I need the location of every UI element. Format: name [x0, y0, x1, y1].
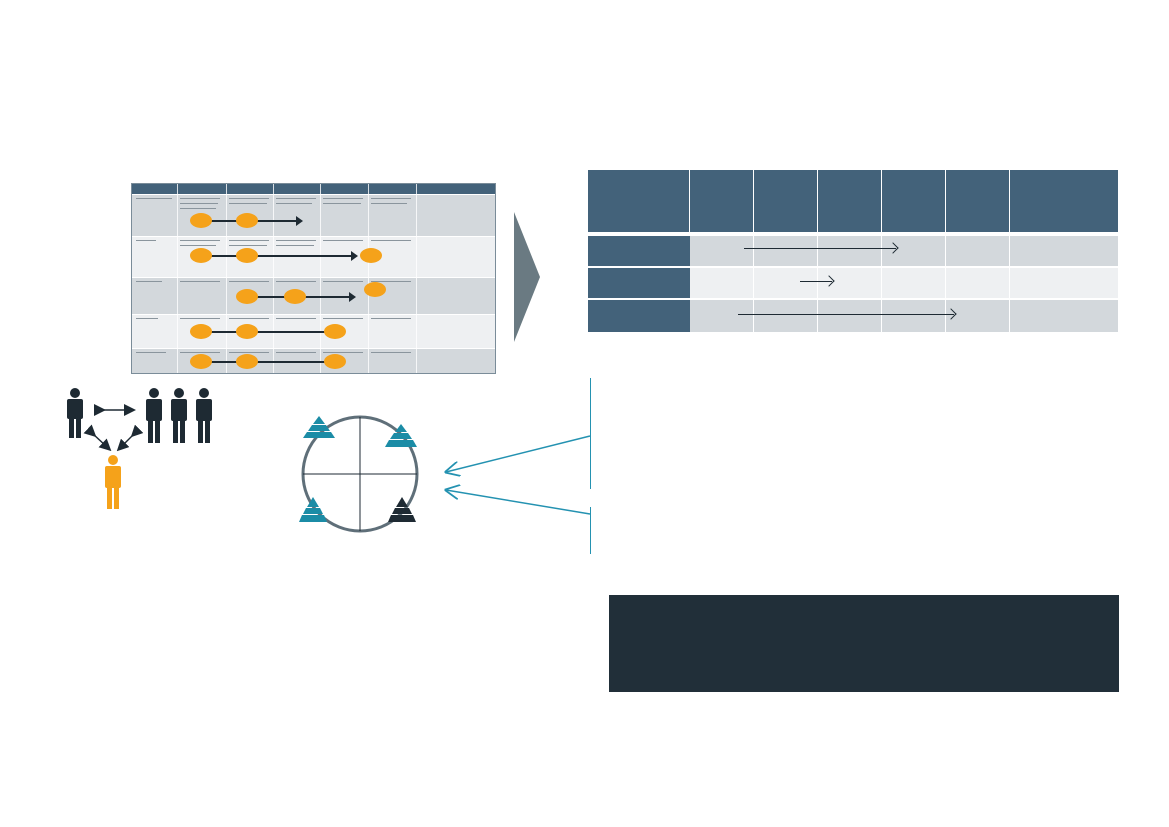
- target-level-marker: [360, 248, 382, 263]
- roadmap-table: [588, 170, 1118, 334]
- bracket-line: [590, 507, 591, 554]
- current-level-marker: [190, 248, 212, 263]
- roadmap-row-header: [588, 268, 690, 300]
- quadrant-circle-icon: [299, 415, 419, 533]
- pyramid-teal-icon: [303, 416, 335, 438]
- progress-arrow: [202, 327, 338, 337]
- maturity-matrix-thumbnail: [131, 183, 496, 374]
- roadmap-arrow: [738, 314, 954, 315]
- roadmap-header-cell: [882, 170, 946, 232]
- matrix-row: [132, 194, 495, 237]
- target-level-marker: [324, 324, 346, 339]
- target-level-marker: [236, 213, 258, 228]
- current-level-marker: [236, 354, 258, 369]
- person-orange-icon: [105, 455, 121, 509]
- stakeholder-diagram: [67, 388, 212, 509]
- current-level-marker: [190, 324, 212, 339]
- roadmap-row-header: [588, 300, 690, 334]
- current-level-marker: [236, 324, 258, 339]
- target-level-marker: [324, 354, 346, 369]
- roadmap-header-cell: [946, 170, 1010, 232]
- current-level-marker: [236, 289, 258, 304]
- roadmap-row-header: [588, 236, 690, 268]
- target-level-marker: [364, 282, 386, 297]
- roadmap-arrow: [744, 248, 896, 249]
- roadmap-header-cell: [1010, 170, 1118, 232]
- roadmap-header-cell: [754, 170, 818, 232]
- pyramid-teal-icon: [385, 424, 417, 447]
- progress-arrow: [202, 357, 338, 367]
- roadmap-arrow: [800, 281, 832, 282]
- person-icon: [67, 388, 83, 438]
- current-level-marker: [284, 289, 306, 304]
- pyramid-dark-icon: [388, 497, 416, 522]
- matrix-row: [132, 236, 495, 278]
- chevron-right-icon: [514, 212, 540, 342]
- roadmap-header-cell: [690, 170, 754, 232]
- current-level-marker: [236, 248, 258, 263]
- summary-box: [609, 595, 1119, 692]
- pyramid-teal-icon: [299, 497, 327, 522]
- roadmap-header-cell: [588, 170, 690, 232]
- current-level-marker: [190, 213, 212, 228]
- matrix-header-row: [132, 184, 495, 194]
- connector-arrows: [440, 435, 591, 515]
- current-level-marker: [190, 354, 212, 369]
- bracket-line: [590, 378, 591, 489]
- progress-arrow: [202, 251, 358, 261]
- double-arrow-icon: [83, 404, 144, 452]
- roadmap-header-cell: [818, 170, 882, 232]
- group-of-three-icon: [146, 388, 212, 443]
